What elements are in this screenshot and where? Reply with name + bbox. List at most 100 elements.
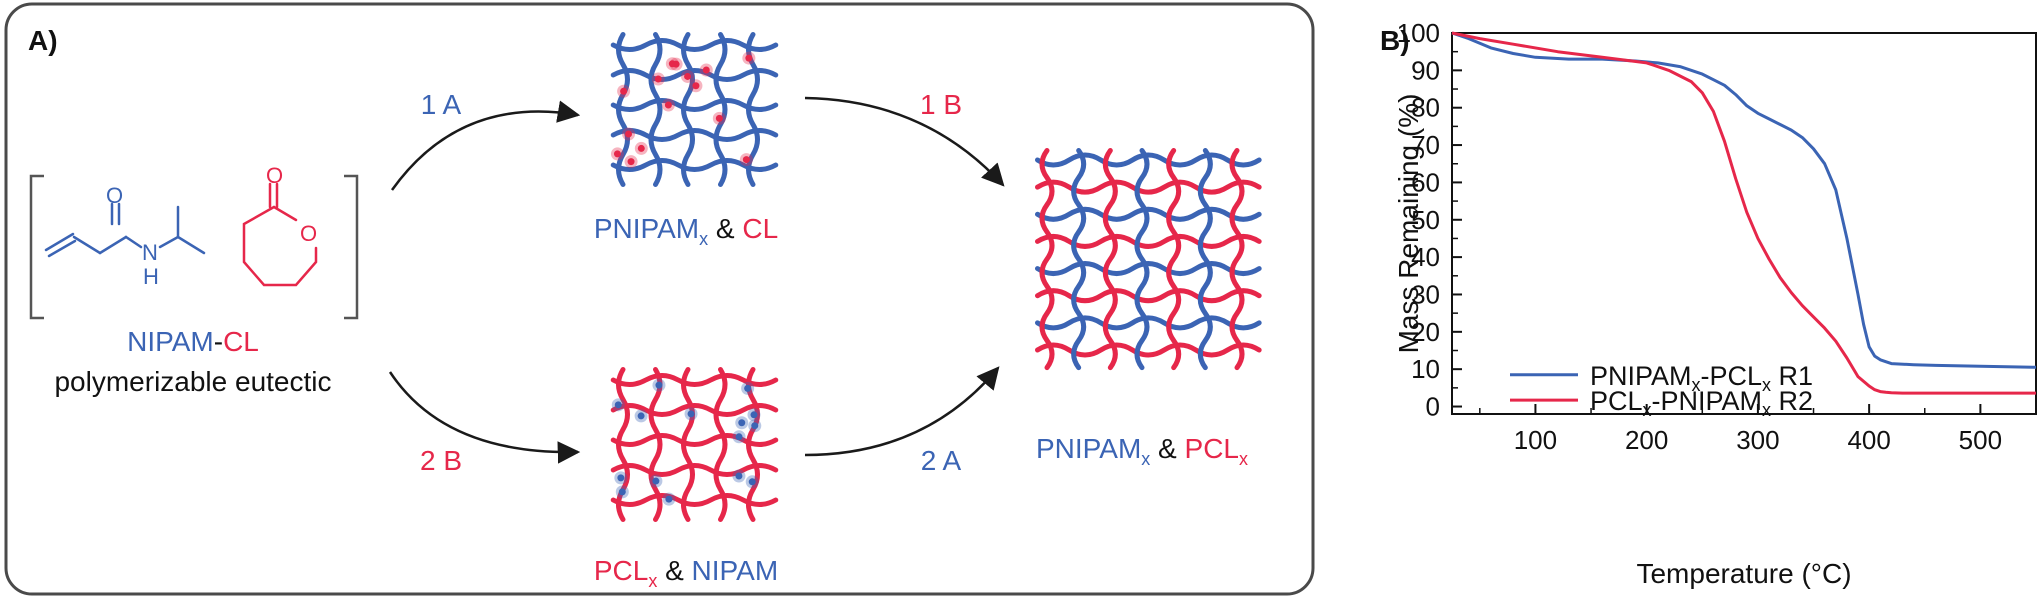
monomer-dot [625,130,633,138]
atom-o-carbonyl: O [266,163,283,188]
network-strand [610,493,779,507]
network-strand [648,32,663,187]
network-strand [610,68,779,82]
step-1b: 1 B [920,89,962,120]
network-strand [1035,288,1262,304]
nipam-structure [44,202,206,258]
panel-a-label: A) [28,25,58,56]
network-strand [610,158,779,172]
y-tick-label: 10 [1411,354,1440,384]
network-strand [1102,148,1118,371]
atom-n: N [142,240,158,265]
network-strand [610,463,779,477]
step-1a: 1 A [421,89,462,120]
monomer-dot [618,488,626,496]
arrow-2a [804,366,1000,457]
x-tick-label: 200 [1625,425,1668,455]
y-tick-label: 100 [1397,18,1440,48]
y-tick-label: 30 [1411,279,1440,309]
network-strand [746,367,760,522]
network-strand [713,32,728,187]
monomer-dot [735,433,743,441]
network-strand [1035,206,1262,222]
y-axis-label: Mass Remaining (%) [1393,94,1424,354]
monomer-dot [665,495,673,503]
network-strand [610,433,779,447]
network-strand [648,367,663,522]
arrow-2b [388,371,581,464]
monomer-dot [735,472,743,480]
monomer-dot [744,384,752,392]
x-tick-label: 400 [1847,425,1890,455]
monomer-dot [614,401,622,409]
network-strand [1035,179,1262,195]
network-strand [610,98,779,112]
network-strand [1197,148,1213,371]
monomer-dot [652,477,660,485]
network-strand [1035,261,1262,277]
y-tick-label: 60 [1411,167,1440,197]
monomer-bracket [29,174,359,320]
monomer-dot [748,478,756,486]
network-strand [610,128,779,142]
monomer-dot [715,114,723,122]
series-line-1 [1451,31,2037,369]
x-tick-label: 500 [1959,425,2002,455]
final-product-label: PNIPAMx & PCLx [1036,433,1248,469]
network-strand [610,373,779,387]
cl-structure [242,182,318,287]
arrow-1a [390,100,581,191]
network-strand [1035,233,1262,249]
atom-o-amide: O [106,183,123,208]
bottom-product-label: PCLx & NIPAM [594,555,778,591]
atom-h: H [143,264,159,289]
monomer-dot [702,66,710,74]
panel-a: A) O N H O O NI [4,2,1315,596]
network-strand [713,367,728,522]
monomer-dot [672,60,680,68]
atom-o-ring: O [300,221,317,246]
network-top [610,32,779,187]
y-tick-label: 40 [1411,242,1440,272]
legend-entry: PCLx-PNIPAMx R2 [1590,386,1813,420]
monomer-dot [751,422,759,430]
series-line-2 [1451,31,2036,395]
x-tick-label: 100 [1514,425,1557,455]
network-strand [1035,342,1262,358]
network-strand [616,32,630,187]
monomer-dot [627,158,635,166]
network-strand [1166,148,1182,371]
y-tick-label: 20 [1411,317,1440,347]
arrow-1b [804,96,1005,187]
monomer-dot [613,150,621,158]
network-strand [1229,148,1245,371]
monomer-dot [664,101,672,109]
network-strand [1035,152,1262,168]
x-tick-label: 300 [1736,425,1779,455]
network-strand [681,367,695,522]
y-tick-label: 70 [1411,130,1440,160]
network-strand [681,32,695,187]
network-strand [746,32,760,187]
monomer-dot [742,156,750,164]
network-final [1035,148,1262,371]
monomer-dot [654,75,662,83]
step-2a: 2 A [921,445,962,476]
y-tick-label: 50 [1411,205,1440,235]
panel-b-label: B) [1380,25,1410,56]
legend-entry: PNIPAMx-PCLx R1 [1590,361,1813,395]
monomer-dot [692,82,700,90]
monomer-dot [684,72,692,80]
network-strand [1134,148,1150,371]
network-strand [1071,148,1087,371]
monomer-label: NIPAM-CL [127,326,259,357]
monomer-dot [637,144,645,152]
monomer-caption: polymerizable eutectic [54,366,331,397]
x-axis-label: Temperature (°C) [1636,558,1851,589]
plot-frame [1451,32,2037,415]
panel-a-frame [4,2,1315,596]
monomer-dot [750,411,758,419]
network-strand [610,38,779,52]
monomer-dot [655,381,663,389]
